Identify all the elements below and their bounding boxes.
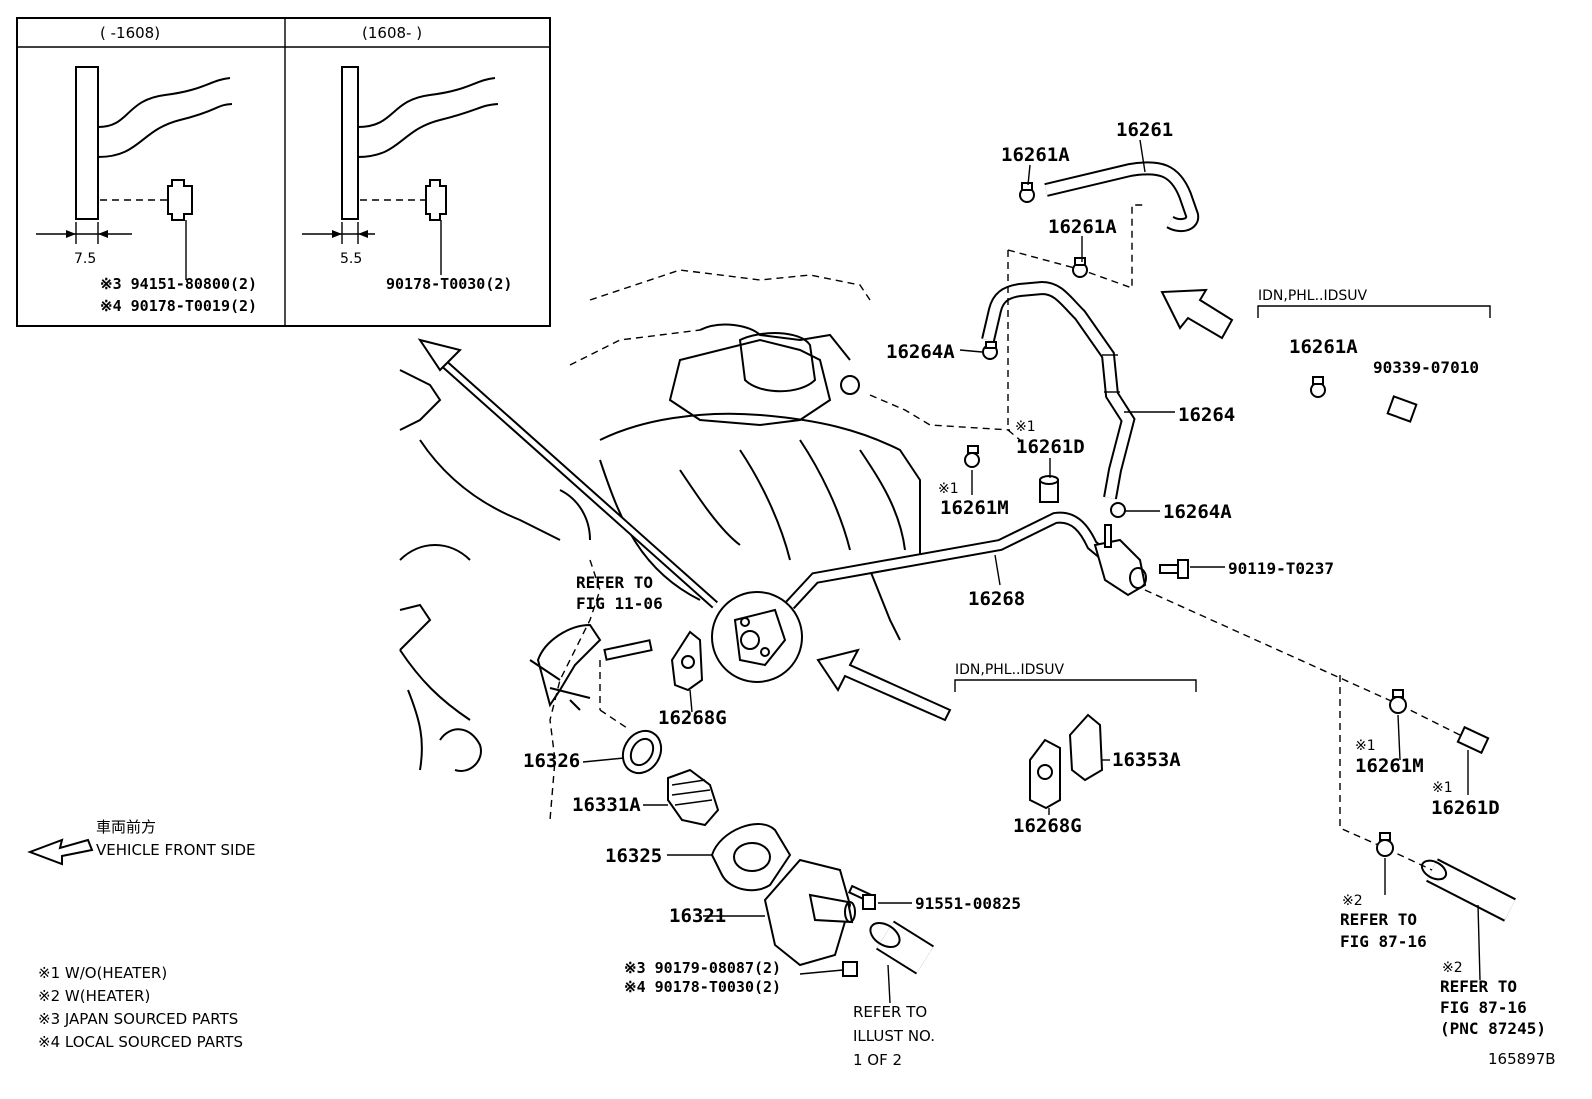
label-16261A: 16261A: [1289, 336, 1358, 358]
clamp-icon: [1389, 689, 1407, 714]
mark-1: ※1: [1015, 419, 1036, 435]
label-16325: 16325: [605, 845, 662, 867]
legend-item: ※4 LOCAL SOURCED PARTS: [38, 1033, 243, 1051]
refer-fig-11-06-line1: REFER TO: [576, 573, 653, 592]
part-labels: 16261 16261A 16261A 16264A 16264 ※1 1626…: [96, 119, 1556, 1069]
label-16261A: 16261A: [1048, 216, 1117, 238]
water-outlet-icon: [763, 858, 856, 967]
refer-fig-11-06-line2: FIG 11-06: [576, 594, 663, 613]
bolt-icon: [425, 179, 447, 221]
leader-lines: [582, 139, 1481, 1004]
inset-left-note-3: ※3 94151-80800(2): [100, 275, 257, 293]
label-90179-08087: ※3 90179-08087(2): [624, 959, 781, 977]
inset-left-note-4: ※4 90178-T0019(2): [100, 297, 257, 315]
plug-icon: [1386, 395, 1418, 423]
mark-1: ※1: [1355, 738, 1376, 754]
arrow-to-gasket: [816, 648, 952, 722]
thermostat-icon: [667, 768, 720, 827]
bolt-icon: [1159, 559, 1189, 579]
mark-2: ※2: [1442, 960, 1463, 976]
label-16261M: 16261M: [940, 497, 1009, 519]
label-16268G: 16268G: [658, 707, 727, 729]
label-16268G: 16268G: [1013, 815, 1082, 837]
label-90119-T0237: 90119-T0237: [1228, 559, 1334, 578]
vehicle-front-jp: 車両前方: [96, 818, 156, 836]
pointer-arrows: [27, 288, 1234, 866]
legend-item: ※1 W/O(HEATER): [38, 964, 167, 982]
legend-item: ※2 W(HEATER): [38, 987, 150, 1005]
nut-icon: [167, 179, 193, 221]
refer-pnc-87245: (PNC 87245): [1440, 1019, 1546, 1038]
engine-outline: [399, 269, 1011, 821]
refer-fig-87-16-line2: FIG 87-16: [1440, 998, 1527, 1017]
label-16261D: 16261D: [1431, 797, 1500, 819]
mark-1: ※1: [938, 481, 959, 497]
inset-left-dim: 7.5: [74, 251, 96, 267]
clamp-icon: [1072, 257, 1088, 278]
inset-right-header: (1608- ): [362, 24, 422, 42]
clamp-icon: [1110, 502, 1126, 518]
legend-item: ※3 JAPAN SOURCED PARTS: [38, 1010, 238, 1028]
mark-1: ※1: [1432, 780, 1453, 796]
ring-icon: [621, 729, 663, 775]
clamp-icon: [1310, 376, 1326, 398]
label-16261M: 16261M: [1355, 755, 1424, 777]
clamp-icon: [982, 341, 998, 360]
label-16264: 16264: [1178, 404, 1235, 426]
label-91551-00825: 91551-00825: [915, 894, 1021, 913]
inset-right-note: 90178-T0030(2): [386, 275, 512, 293]
label-16353A: 16353A: [1112, 749, 1181, 771]
flange-detail: [711, 591, 803, 683]
nut-icon: [842, 961, 858, 977]
refer-illust-line3: 1 OF 2: [853, 1051, 902, 1069]
plug-icon: [1039, 475, 1059, 503]
label-16261D: 16261D: [1016, 436, 1085, 458]
inset-box: ( -1608) (1608- ) 7.5 ※3 94151-80800(2) …: [16, 17, 551, 327]
hoses: [785, 161, 1516, 975]
label-90178-T0030: ※4 90178-T0030(2): [624, 978, 781, 996]
refer-fig-87-16-line1: REFER TO: [1340, 910, 1417, 929]
vehicle-front-en: VEHICLE FRONT SIDE: [96, 841, 256, 859]
label-16264A: 16264A: [1163, 501, 1232, 523]
gasket-icon: [1029, 738, 1061, 810]
bolt-icon: [847, 884, 876, 910]
label-16264A: 16264A: [886, 341, 955, 363]
inset-right-dim: 5.5: [340, 251, 362, 267]
label-16326: 16326: [523, 750, 580, 772]
label-90339-07010: 90339-07010: [1373, 358, 1479, 377]
label-16261: 16261: [1116, 119, 1173, 141]
label-16331A: 16331A: [572, 794, 641, 816]
stud-icon: [603, 639, 653, 661]
plug-icon: [1456, 725, 1490, 755]
gasket-icon: [710, 823, 792, 892]
label-16268: 16268: [968, 588, 1025, 610]
idn-variant-label: IDN,PHL..IDSUV: [1258, 288, 1368, 304]
idn-variant-label: IDN,PHL..IDSUV: [955, 662, 1065, 678]
dashed-leaders: [599, 204, 1471, 871]
clamp-icon: [1019, 182, 1035, 203]
label-16321: 16321: [669, 905, 726, 927]
gasket-icon: [670, 630, 704, 692]
refer-illust-line2: ILLUST NO.: [853, 1027, 935, 1045]
illustration-code: 165897B: [1488, 1050, 1556, 1068]
refer-fig-87-16-line1: REFER TO: [1440, 977, 1517, 996]
arrow-to-hose: [1160, 288, 1234, 340]
legend: ※1 W/O(HEATER) ※2 W(HEATER) ※3 JAPAN SOU…: [38, 964, 243, 1051]
clamp-icon: [964, 445, 980, 468]
refer-illust-line1: REFER TO: [853, 1003, 927, 1021]
inset-left-flange: [75, 66, 99, 220]
gasket-icon: [1068, 713, 1104, 782]
refer-fig-87-16-line2: FIG 87-16: [1340, 932, 1427, 951]
front-arrow-icon: [27, 838, 94, 866]
clamp-icon: [1376, 832, 1394, 857]
small-parts: [529, 182, 1490, 977]
mark-2: ※2: [1342, 893, 1363, 909]
inset-right-flange: [341, 66, 359, 220]
inset-left-header: ( -1608): [100, 24, 160, 42]
label-16261A: 16261A: [1001, 144, 1070, 166]
